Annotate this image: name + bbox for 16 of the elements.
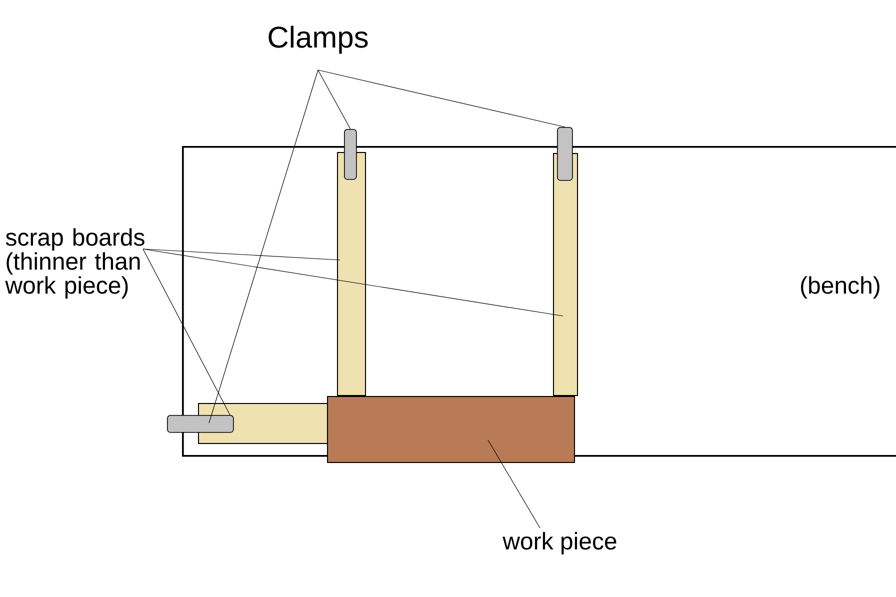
work-piece-block: [327, 396, 575, 463]
leader-line: [142, 248, 230, 416]
scrap-board: [337, 152, 366, 396]
leader-line: [318, 70, 566, 128]
leader-line: [488, 440, 540, 528]
scrap-board: [553, 153, 578, 396]
clamp: [344, 129, 357, 180]
leader-line: [142, 248, 340, 260]
leader-line: [318, 70, 351, 130]
clamp: [557, 127, 573, 181]
leader-line: [208, 70, 318, 424]
clamp: [167, 415, 234, 433]
callout-label: scrap boards (thinner than work piece): [5, 228, 144, 299]
callout-label: Clamps: [268, 26, 368, 54]
leader-line: [142, 248, 564, 316]
callout-label: work piece: [502, 532, 616, 554]
